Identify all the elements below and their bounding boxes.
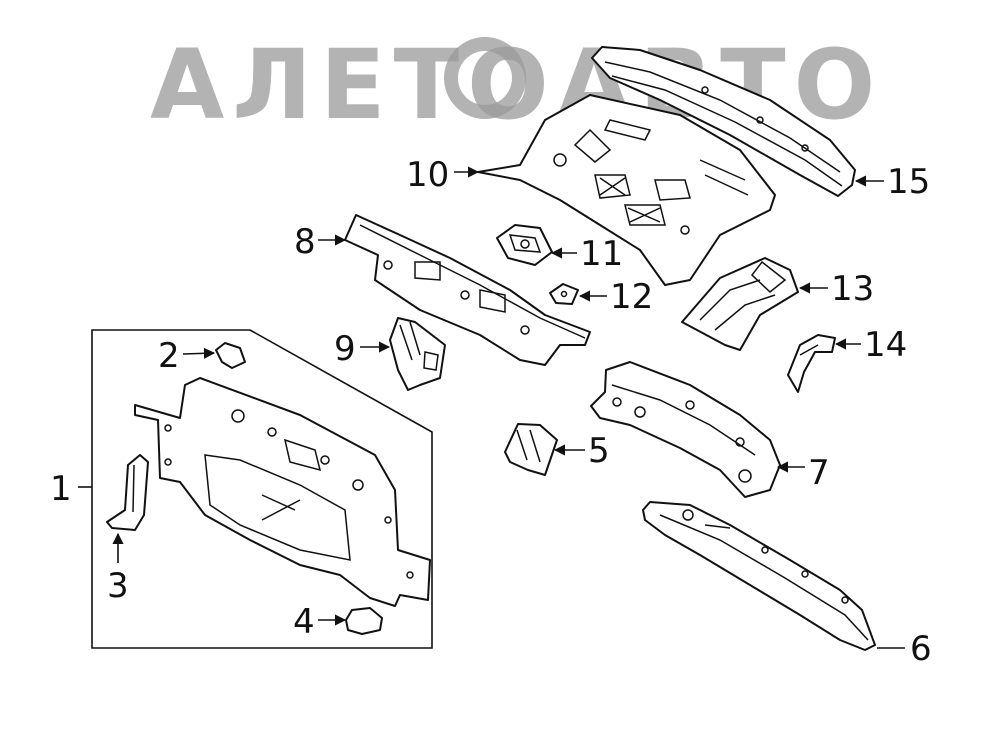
part-2-clip xyxy=(215,342,246,369)
callout-10: 10 xyxy=(406,155,449,195)
callout-8: 8 xyxy=(294,222,316,262)
callout-15: 15 xyxy=(887,162,930,202)
part-3-reinforcement xyxy=(106,454,149,531)
part-10-package-tray xyxy=(477,94,776,286)
callout-9: 9 xyxy=(334,329,356,369)
part-8-cross-member xyxy=(344,214,591,366)
part-4-bracket xyxy=(345,607,383,635)
part-13-bracket xyxy=(681,257,799,351)
part-1-rear-panel xyxy=(134,377,431,607)
part-6-lower-rail xyxy=(642,501,876,651)
callout-11: 11 xyxy=(580,234,623,274)
part-12-plate xyxy=(549,283,579,305)
callout-4: 4 xyxy=(293,602,315,642)
part-5-bracket xyxy=(504,423,558,476)
leader-lines xyxy=(78,166,905,649)
callout-5: 5 xyxy=(588,431,610,471)
group-box-part-1 xyxy=(91,329,433,649)
part-11-bracket xyxy=(496,224,553,266)
callout-2: 2 xyxy=(158,336,180,376)
callout-13: 13 xyxy=(831,269,874,309)
part-14-bracket xyxy=(787,334,836,393)
callout-labels: 1 2 3 4 5 6 7 8 9 10 11 12 13 14 15 xyxy=(50,155,932,669)
callout-12: 12 xyxy=(610,277,653,317)
part-7-rail xyxy=(590,361,781,498)
callout-7: 7 xyxy=(808,453,830,493)
part-9-bracket xyxy=(389,317,446,391)
callout-1: 1 xyxy=(50,469,72,509)
callout-6: 6 xyxy=(910,629,932,669)
part-15-rear-upper-rail xyxy=(591,46,856,197)
callout-14: 14 xyxy=(864,325,907,365)
gear-icon xyxy=(444,37,526,119)
callout-3: 3 xyxy=(107,566,129,606)
